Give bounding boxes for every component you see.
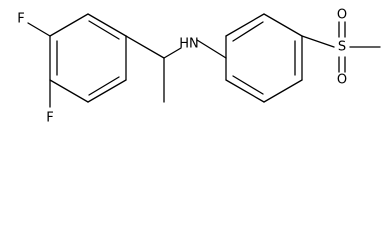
atom-label-fluorine-para: F: [17, 12, 24, 27]
atom-label-oxygen-top: O: [337, 8, 347, 23]
difluorophenyl-ring: [49, 13, 127, 103]
atom-label-oxygen-bottom: O: [337, 73, 347, 88]
atom-label-amine: HN: [179, 37, 199, 52]
chemical-structure-diagram: F F HN S O O: [17, 8, 381, 126]
bond-n-aryl: [196, 39, 227, 59]
methylsulfonylphenyl-ring: [225, 13, 303, 103]
atom-label-sulfur: S: [338, 40, 346, 55]
atom-label-fluorine-meta: F: [46, 111, 53, 126]
sulfonyl-group: [301, 21, 381, 73]
bond-c-f-para: [27, 22, 51, 37]
ethyl-linker: [125, 35, 182, 103]
